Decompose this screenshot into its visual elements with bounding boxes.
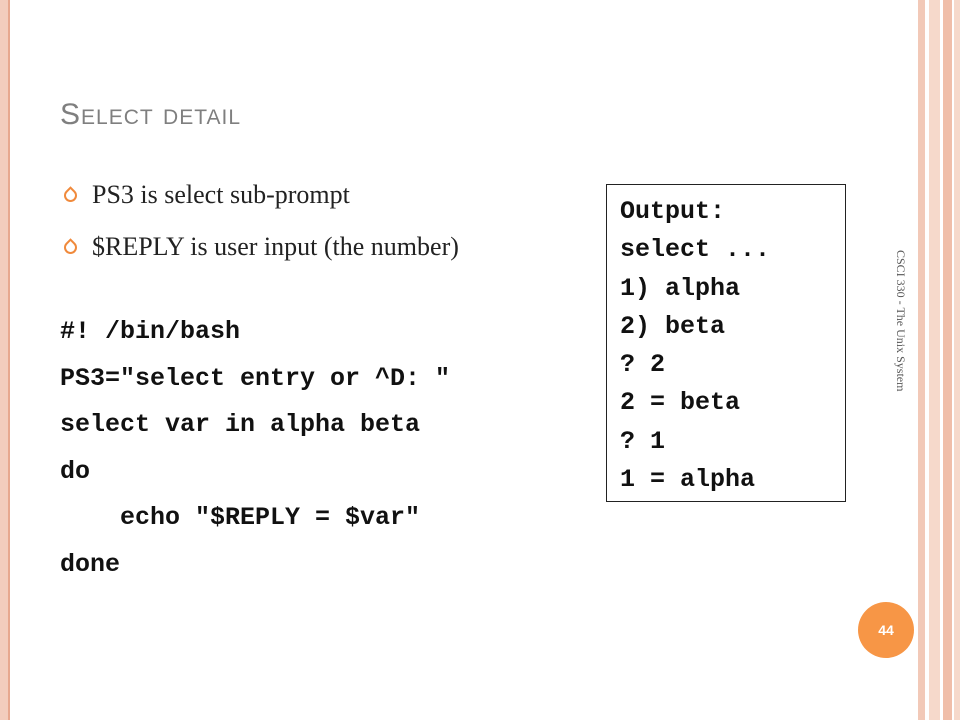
output-box: Output: select ... 1) alpha 2) beta ? 2 … bbox=[606, 184, 846, 502]
output-line: Output: bbox=[620, 197, 726, 226]
bullet-text: $REPLY is user input (the number) bbox=[92, 232, 459, 261]
slide-title: Select detail bbox=[60, 98, 241, 131]
code-line: do bbox=[60, 456, 91, 486]
page-number-badge: 44 bbox=[858, 602, 914, 658]
output-line: ? 1 bbox=[620, 426, 666, 456]
bullet-drop-icon bbox=[61, 238, 80, 257]
bullet-item: $REPLY is user input (the number) bbox=[61, 230, 459, 282]
right-decorative-stripes bbox=[916, 0, 960, 720]
left-decorative-border bbox=[0, 0, 10, 720]
bullet-text: PS3 is select sub-prompt bbox=[92, 180, 350, 209]
output-line: select ... bbox=[620, 235, 771, 265]
output-line: ? 2 bbox=[620, 350, 666, 380]
code-line: PS3="select entry or ^D: " bbox=[60, 363, 451, 393]
output-line: 2 = beta bbox=[620, 388, 741, 418]
footer-course-label: CSCI 330 - The Unix System bbox=[894, 250, 908, 392]
code-line: select var in alpha beta bbox=[60, 410, 421, 439]
output-line: 1 = alpha bbox=[620, 465, 756, 495]
code-line: done bbox=[60, 549, 121, 579]
bullet-list: PS3 is select sub-prompt $REPLY is user … bbox=[61, 178, 459, 282]
code-block: #! /bin/bash PS3="select entry or ^D: " … bbox=[60, 312, 450, 591]
output-line: 2) beta bbox=[620, 311, 726, 341]
bullet-drop-icon bbox=[61, 186, 80, 205]
output-line: 1) alpha bbox=[620, 273, 741, 303]
bullet-item: PS3 is select sub-prompt bbox=[61, 178, 459, 230]
code-line: echo "$REPLY = $var" bbox=[60, 503, 421, 532]
code-line: #! /bin/bash bbox=[60, 317, 241, 346]
